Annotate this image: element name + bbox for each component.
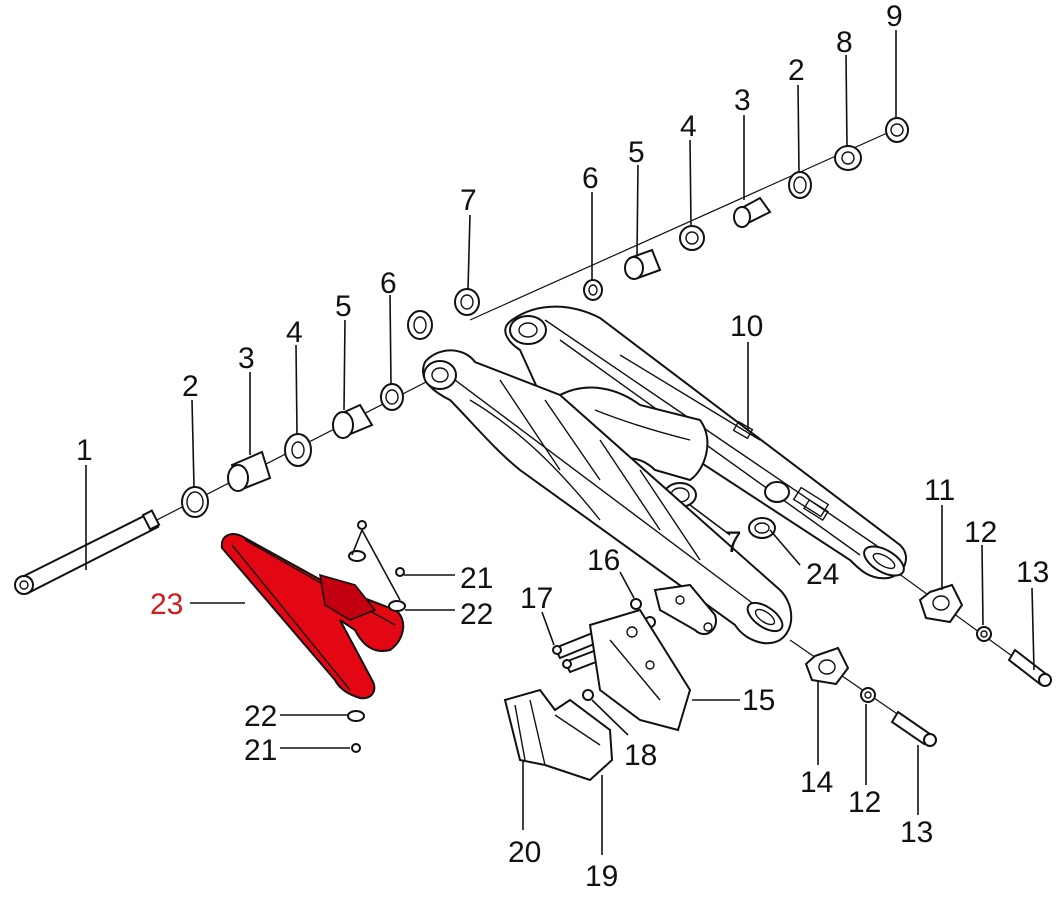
- callout-8: 8: [836, 26, 853, 59]
- left-pivot-hardware: [181, 288, 480, 518]
- callout-10: 10: [730, 310, 763, 343]
- callout-20: 20: [508, 836, 541, 869]
- callout-22-lower: 22: [244, 700, 277, 733]
- swingarm-inserts: [748, 481, 790, 539]
- callout-9: 9: [886, 0, 903, 33]
- callout-6-left: 6: [380, 267, 397, 300]
- callout-18: 18: [624, 739, 657, 772]
- chain-slider-highlighted: [220, 533, 405, 700]
- callout-4-left: 4: [286, 316, 303, 349]
- callout-5-right: 5: [628, 136, 645, 169]
- callout-11: 11: [924, 474, 955, 507]
- callout-21-upper: 21: [460, 562, 493, 595]
- right-pivot-hardware: [583, 117, 909, 301]
- callout-3-left: 3: [238, 342, 255, 375]
- callout-12-lower: 12: [848, 786, 881, 819]
- callout-22-upper: 22: [460, 598, 493, 631]
- callout-7-lower: 7: [725, 526, 742, 559]
- leader-lines: [85, 30, 1035, 855]
- callout-4-right: 4: [680, 110, 697, 143]
- callout-15: 15: [742, 684, 775, 717]
- callout-2-right: 2: [788, 54, 805, 87]
- callout-2-left: 2: [182, 370, 199, 403]
- callout-1: 1: [76, 434, 93, 467]
- callout-17: 17: [520, 582, 553, 615]
- callout-16: 16: [587, 544, 620, 577]
- callout-21-lower: 21: [244, 734, 277, 767]
- axle-adjuster-hardware: [804, 583, 1052, 747]
- pivot-shaft: [14, 509, 161, 595]
- chain-guide-assembly: [503, 598, 692, 782]
- callout-6-right: 6: [582, 162, 599, 195]
- callout-labels: 1 2 3 4 5 6 7 6 5 4 3 2 8 9 10 7 24 11 1…: [76, 0, 1049, 893]
- callout-14: 14: [800, 766, 833, 799]
- callout-7-top: 7: [460, 184, 477, 217]
- callout-13-lower: 13: [900, 816, 933, 849]
- chain-slider-fasteners: [347, 520, 406, 753]
- callout-12-upper: 12: [964, 516, 997, 549]
- callout-23-highlighted: 23: [150, 588, 183, 621]
- swingarm: [422, 305, 907, 645]
- callout-24: 24: [806, 558, 839, 591]
- callout-5-left: 5: [335, 290, 352, 323]
- callout-3-right: 3: [734, 84, 751, 117]
- callout-13-upper: 13: [1016, 556, 1049, 589]
- callout-19: 19: [585, 860, 618, 893]
